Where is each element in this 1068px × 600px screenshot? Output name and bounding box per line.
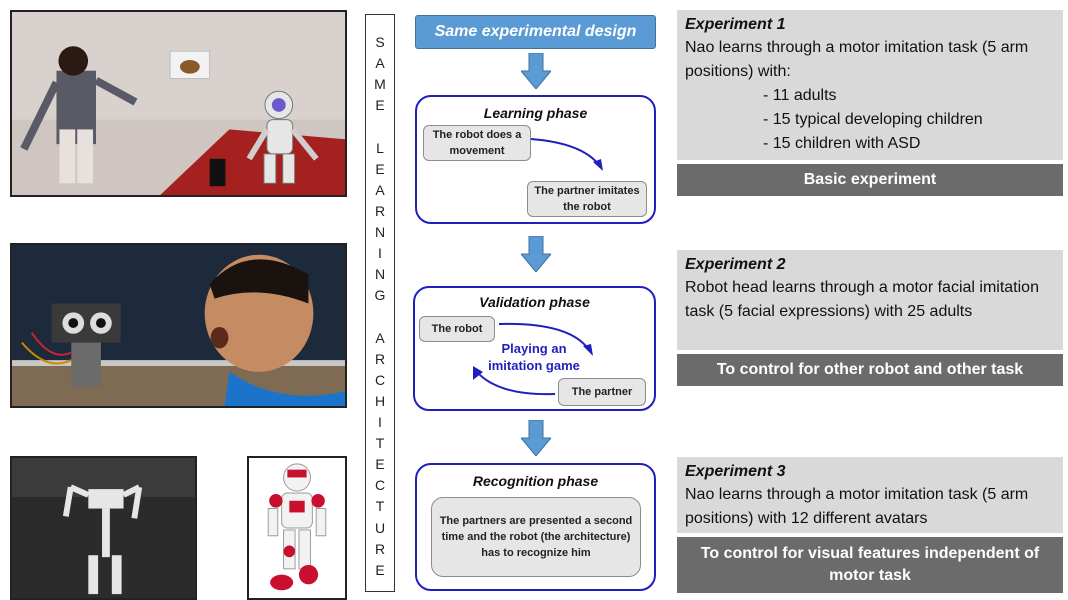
vertical-letter: E [375,97,385,114]
curved-arrow-icon [498,322,593,356]
the-robot-box: The robot [419,316,495,342]
experiment-1-panel: Experiment 1 Nao learns through a motor … [677,10,1063,160]
experiment-1-list: - 11 adults - 15 typical developing chil… [685,84,1055,156]
partner-imitates-robot-box: The partner imitates the robot [527,181,647,217]
vertical-letter: U [374,519,386,536]
photo-robot-head-facial-imitation [10,243,347,408]
recognition-phase-title: Recognition phase [472,473,599,489]
vertical-letter: C [374,371,386,388]
down-arrow-icon [521,420,551,456]
curved-arrow-icon [473,366,556,396]
vertical-letter: A [375,329,385,346]
the-partner-box: The partner [558,378,646,406]
list-item: - 11 adults [763,87,837,104]
vertical-letter: N [374,223,386,240]
partners-presented-box: The partners are presented a second time… [431,497,641,577]
experiment-2-bar: To control for other robot and other tas… [677,354,1063,386]
photo-nao-robot [247,456,347,600]
vertical-letter: A [375,181,385,198]
vertical-letter: L [376,139,384,156]
photo-stick-figure-avatar [10,456,197,600]
vertical-letter: E [375,160,385,177]
learning-phase-title: Learning phase [483,105,588,121]
down-arrow-icon [521,53,551,89]
vertical-letter: R [374,540,386,557]
experiment-3-panel: Experiment 3 Nao learns through a motor … [677,457,1063,533]
experiment-3-title: Experiment 3 [685,463,786,480]
vertical-letter: S [375,34,385,50]
vertical-letter: A [375,55,385,72]
experiment-2-title: Experiment 2 [685,256,786,273]
experiment-3-text: Nao learns through a motor imitation tas… [685,486,1029,527]
vertical-letter: E [375,561,385,578]
experiment-1-text: Nao learns through a motor imitation tas… [685,39,1029,80]
robot-does-movement-box: The robot does a movement [423,125,531,161]
vertical-letter: I [378,245,382,262]
validation-phase-title: Validation phase [479,294,590,310]
list-item: - 15 children with ASD [763,135,921,152]
experiment-1-bar: Basic experiment [677,164,1063,196]
vertical-letter: T [375,498,385,515]
vertical-letter: G [374,287,386,304]
playing-imitation-game-text: Playing an imitation game [488,341,580,373]
vertical-letter: H [374,392,386,409]
vertical-letter: N [374,266,386,283]
experiment-2-text: Robot head learns through a motor facial… [685,279,1039,320]
learning-phase-box: Learning phase The robot does a movement… [415,95,656,224]
vertical-letter: I [378,413,382,430]
down-arrow-icon [521,236,551,272]
experiment-3-bar: To control for visual features independe… [677,537,1063,593]
vertical-letter: E [375,456,385,473]
experiment-1-title: Experiment 1 [685,16,786,33]
vertical-letter: R [374,202,386,219]
list-item: - 15 typical developing children [763,111,983,128]
same-experimental-design-header: Same experimental design [415,15,656,49]
vertical-letter: T [375,435,385,452]
vertical-letter: M [374,76,386,93]
validation-phase-box: Validation phase The robot Playing an im… [413,286,656,411]
curved-arrow-icon [530,138,603,171]
experiment-2-panel: Experiment 2 Robot head learns through a… [677,250,1063,350]
vertical-letter: R [374,350,386,367]
vertical-letter: C [374,477,386,494]
photo-child-imitating-nao [10,10,347,197]
recognition-phase-box: Recognition phase The partners are prese… [415,463,656,591]
